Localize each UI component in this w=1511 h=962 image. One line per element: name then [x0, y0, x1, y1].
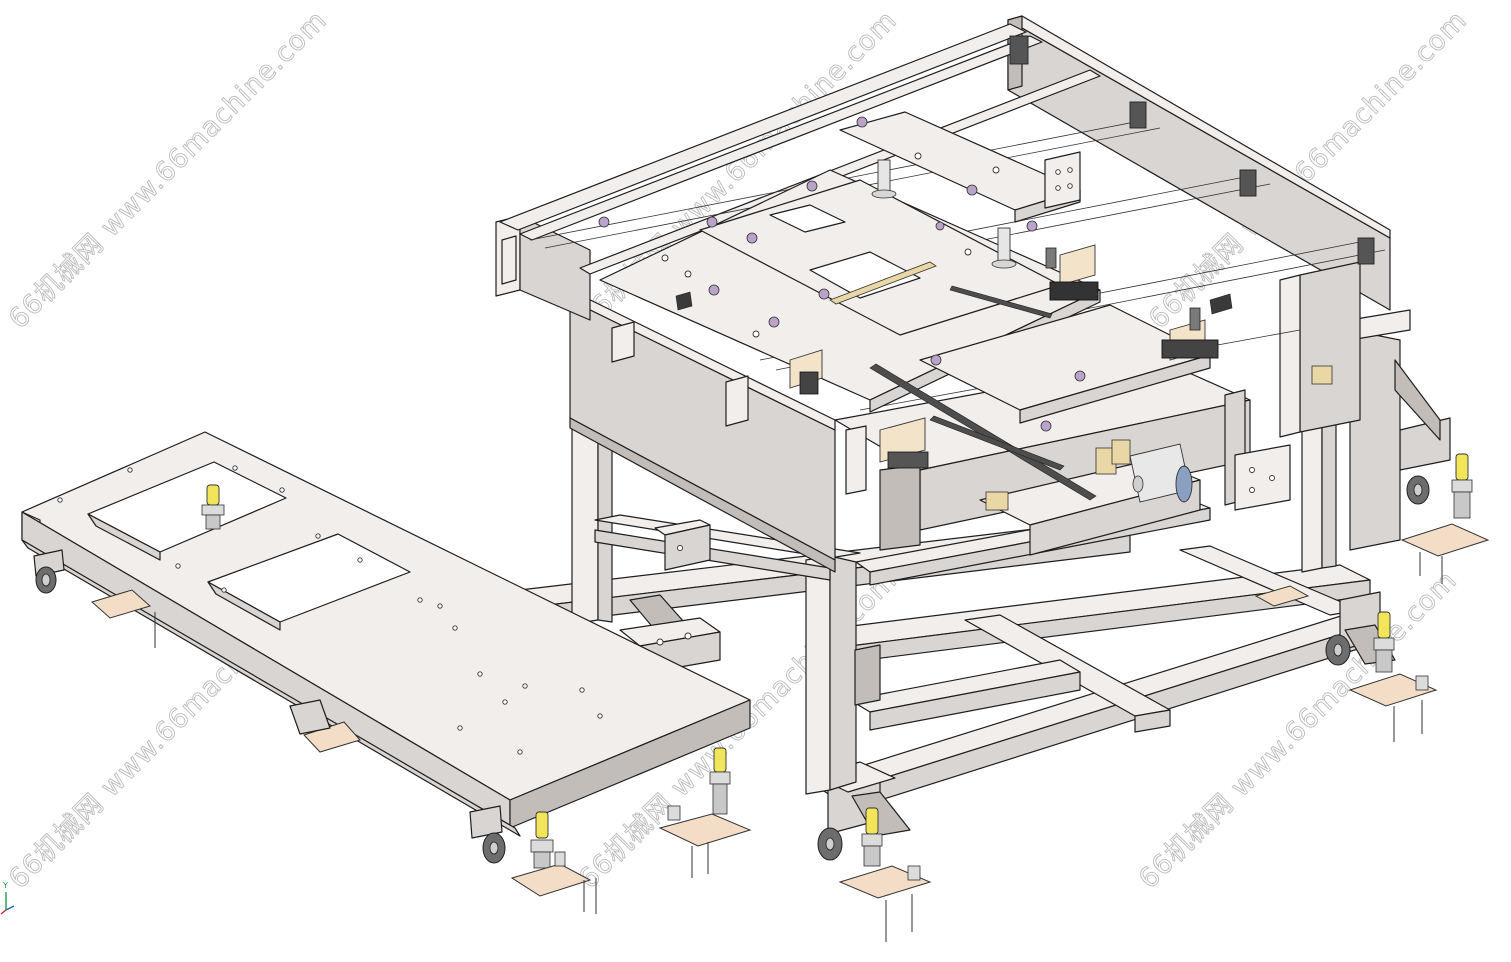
- axis-triad: Y: [0, 881, 15, 915]
- triad-y-label: Y: [2, 881, 8, 890]
- leveling-foot: [658, 747, 752, 878]
- sensor-block: [1129, 101, 1147, 129]
- triad-x-axis: [5, 905, 15, 911]
- leveling-feet: [201, 417, 1490, 942]
- leveling-foot: [1400, 453, 1490, 584]
- table-caster: [469, 805, 506, 864]
- triad-z-axis: [0, 909, 7, 915]
- gripper-unit: [1161, 307, 1219, 361]
- sensor-block: [1357, 237, 1375, 265]
- gantry-frame: [495, 15, 1391, 495]
- sensor-block: [1239, 169, 1257, 197]
- leveling-foot: [201, 484, 225, 530]
- gripper-unit: [1045, 244, 1099, 301]
- servo-motor: [1129, 443, 1193, 503]
- gripper-unit: [879, 417, 929, 469]
- extension-table: [21, 431, 751, 864]
- table-mounting-holes: [57, 465, 603, 755]
- leveling-foot: [510, 811, 597, 914]
- watermark: 66机械网 www.66machine.com: [3, 5, 333, 335]
- leveling-foot: [1325, 611, 1438, 742]
- table-caster: [33, 549, 65, 594]
- sensor-block: [1009, 35, 1029, 65]
- gripper-unit: [789, 349, 823, 395]
- gantry-bolts: [598, 116, 1086, 432]
- actuator-assemblies: [675, 35, 1375, 511]
- machine-body: [569, 289, 1441, 573]
- leveling-foot: [817, 807, 932, 942]
